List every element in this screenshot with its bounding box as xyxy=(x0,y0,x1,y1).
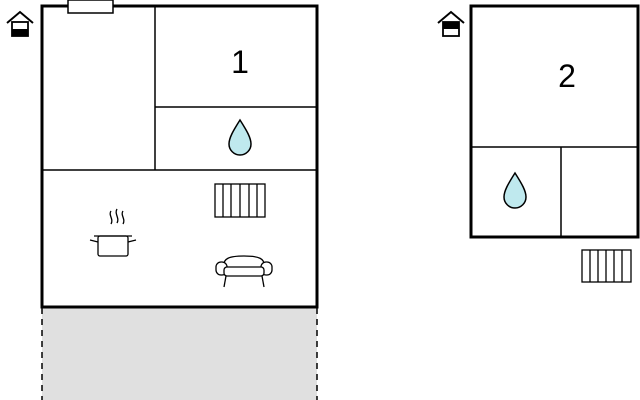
radiator-icon xyxy=(214,183,266,218)
room-2-label: 2 xyxy=(558,58,576,94)
room-1-label: 1 xyxy=(231,44,249,80)
water-drop-icon xyxy=(228,118,252,156)
floor-1-outline xyxy=(40,4,319,309)
floor-2-outline xyxy=(469,4,640,239)
cooking-pot-icon xyxy=(89,208,137,257)
sofa-icon xyxy=(215,255,273,288)
radiator-icon xyxy=(581,249,632,283)
house-upper-floor-icon xyxy=(437,10,465,37)
house-ground-floor-icon xyxy=(6,10,34,37)
water-drop-icon xyxy=(503,171,527,209)
chimney xyxy=(67,0,114,14)
terrace-area xyxy=(42,308,317,400)
